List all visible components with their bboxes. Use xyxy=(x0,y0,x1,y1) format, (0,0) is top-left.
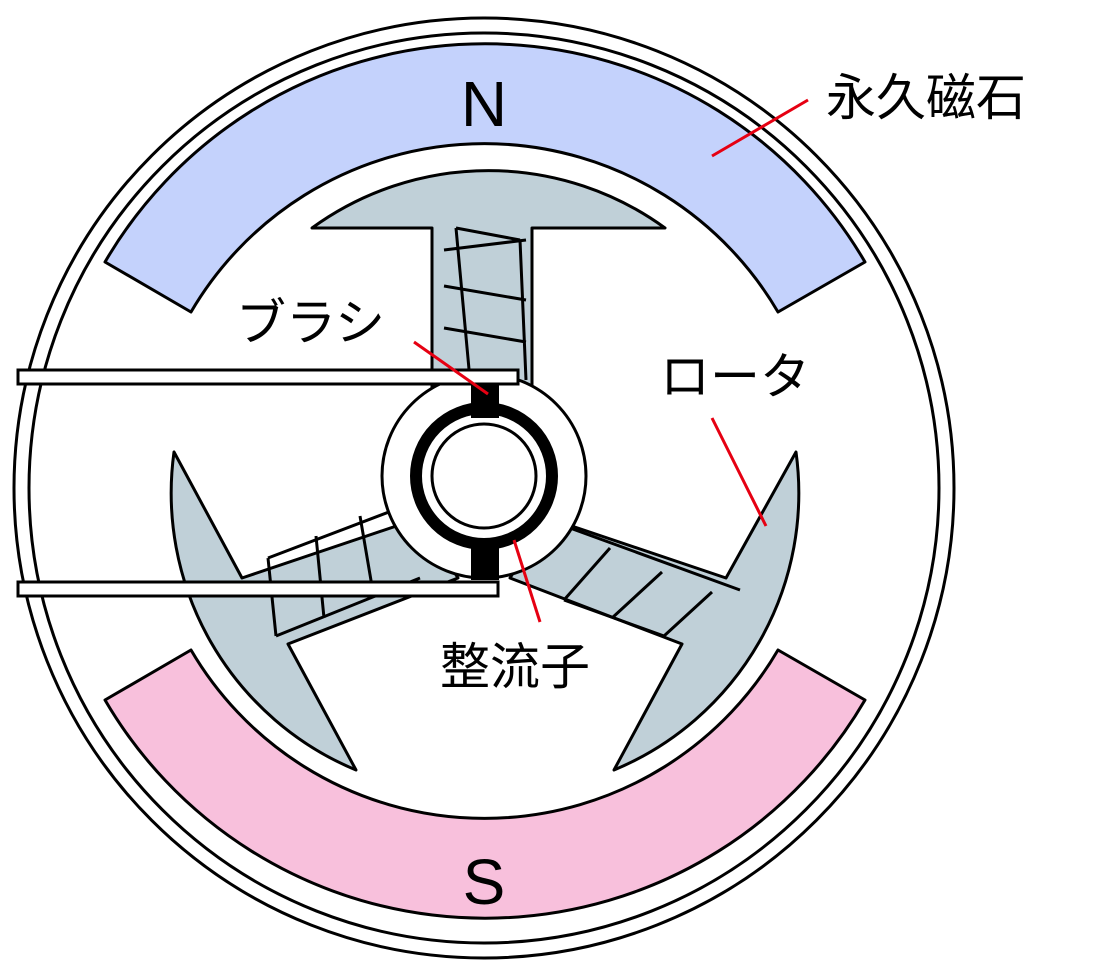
leader-commutator xyxy=(512,539,542,623)
leader-rotor xyxy=(710,417,768,527)
label-brush: ブラシ xyxy=(236,294,385,352)
brush-bottom xyxy=(471,540,499,580)
leader-brush xyxy=(413,340,489,396)
brush-lead-bottom xyxy=(16,580,500,598)
pole-label-south: S xyxy=(463,846,506,918)
commutator-core xyxy=(430,422,538,530)
brush-lead-top xyxy=(16,368,520,386)
magnet-south xyxy=(103,648,867,920)
label-permanent-magnet: 永久磁石 xyxy=(826,69,1026,127)
magnet-north xyxy=(103,42,867,314)
rotor-arm-top xyxy=(310,169,667,430)
label-commutator: 整流子 xyxy=(440,638,590,696)
pole-label-north: N xyxy=(461,68,507,140)
leader-magnet xyxy=(711,98,809,158)
label-rotor: ロータ xyxy=(660,348,810,406)
rotor-arm-lower-left xyxy=(169,450,460,772)
